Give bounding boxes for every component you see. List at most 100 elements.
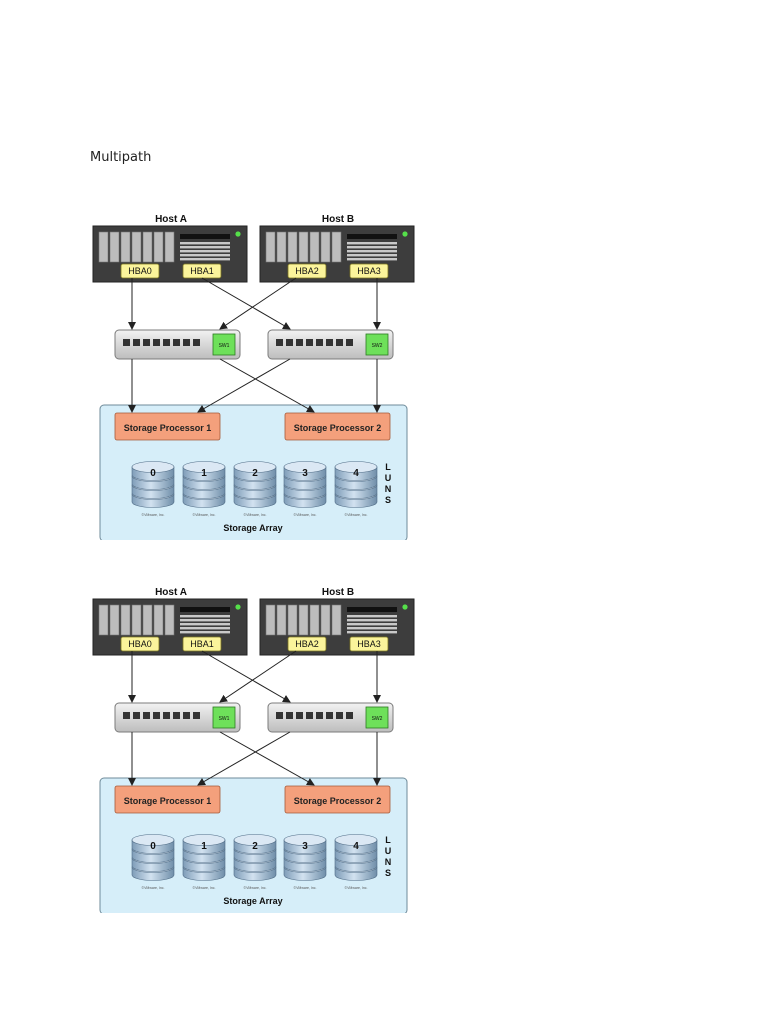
lun-number: 3 [302,468,308,479]
luns-label: U [385,473,392,483]
switch-port [326,339,333,346]
switch-badge [212,333,236,356]
host-label: Host B [322,587,354,598]
switch-port [153,712,160,719]
storage-processor [284,785,391,814]
switch-port [133,339,140,346]
fc-path [219,277,297,330]
storage-processor [284,412,391,441]
fc-path [197,731,291,786]
disk-platter-top [182,834,226,846]
switch-port [276,712,283,719]
lun-number: 1 [201,841,207,852]
disk-caption: ©VMware, Inc. [141,886,164,890]
switch-port [316,339,323,346]
drive-bay [320,231,331,263]
drive-bay [309,604,320,636]
switch-port [346,339,353,346]
switch-port [306,339,313,346]
disk-caption: ©VMware, Inc. [192,886,215,890]
disk-platter-top [233,834,277,846]
drive-bay [331,231,342,263]
storage-processor-label: Storage Processor 1 [124,423,212,433]
switch-port [276,339,283,346]
drive-bay [320,604,331,636]
disk-platter-top [334,461,378,473]
drive-bay [265,231,276,263]
host-vent [347,258,397,261]
host-label: Host A [155,587,187,598]
storage-processor-label: Storage Processor 2 [294,796,382,806]
hba-port [349,263,389,279]
hba-port [287,263,327,279]
drive-bay [120,231,131,263]
disk-caption: ©VMware, Inc. [192,513,215,517]
disk-caption: ©VMware, Inc. [293,886,316,890]
hba-label: HBA3 [357,266,381,276]
power-led [402,604,408,610]
drive-bay [298,604,309,636]
host-label: Host A [155,214,187,225]
drive-bay [98,231,109,263]
switch-port [183,339,190,346]
hba-label: HBA3 [357,639,381,649]
disk-platter-top [334,834,378,846]
hba-port [349,636,389,652]
hba-port [287,636,327,652]
host-panel-slot [180,234,230,239]
disk-caption: ©VMware, Inc. [243,513,266,517]
luns-label: N [385,857,392,867]
switch-port [326,712,333,719]
power-led [235,231,241,237]
storage-array-label: Storage Array [223,523,282,533]
luns-label: S [385,495,391,505]
lun-number: 0 [150,468,156,479]
switch-port [133,712,140,719]
hba-label: HBA2 [295,639,319,649]
drive-bay [142,231,153,263]
host-vent [180,631,230,634]
switch-port [163,339,170,346]
switch-port [163,712,170,719]
switch-port [173,712,180,719]
lun-number: 1 [201,468,207,479]
host-panel-slot [180,607,230,612]
drive-bay [98,604,109,636]
hba-label: HBA1 [190,639,214,649]
host-vent [180,619,230,622]
drive-bay [287,231,298,263]
switch-port [296,339,303,346]
switch-port [123,712,130,719]
storage-processor [114,412,221,441]
drive-bay [309,231,320,263]
host-vent [347,250,397,253]
disk-caption: ©VMware, Inc. [141,513,164,517]
hba-label: HBA0 [128,639,152,649]
host-vent [347,246,397,249]
lun-number: 2 [252,841,258,852]
hba-port [120,263,160,279]
drive-bay [276,231,287,263]
lun-number: 2 [252,468,258,479]
lun-number: 0 [150,841,156,852]
fc-path [201,277,291,330]
luns-label: L [385,835,391,845]
switch-port [296,712,303,719]
drive-bay [109,604,120,636]
luns-label: L [385,462,391,472]
host-vent [180,246,230,249]
lun-number: 4 [353,841,359,852]
switch-port [173,339,180,346]
disk-platter-top [131,461,175,473]
host-vent [180,627,230,630]
switch-label: SW1 [219,716,230,722]
disk-platter-top [233,461,277,473]
host-vent [180,623,230,626]
switch-port [306,712,313,719]
drive-bay [109,231,120,263]
drive-bay [131,604,142,636]
disk-caption: ©VMware, Inc. [293,513,316,517]
host-vent [347,254,397,257]
host-vent [180,254,230,257]
